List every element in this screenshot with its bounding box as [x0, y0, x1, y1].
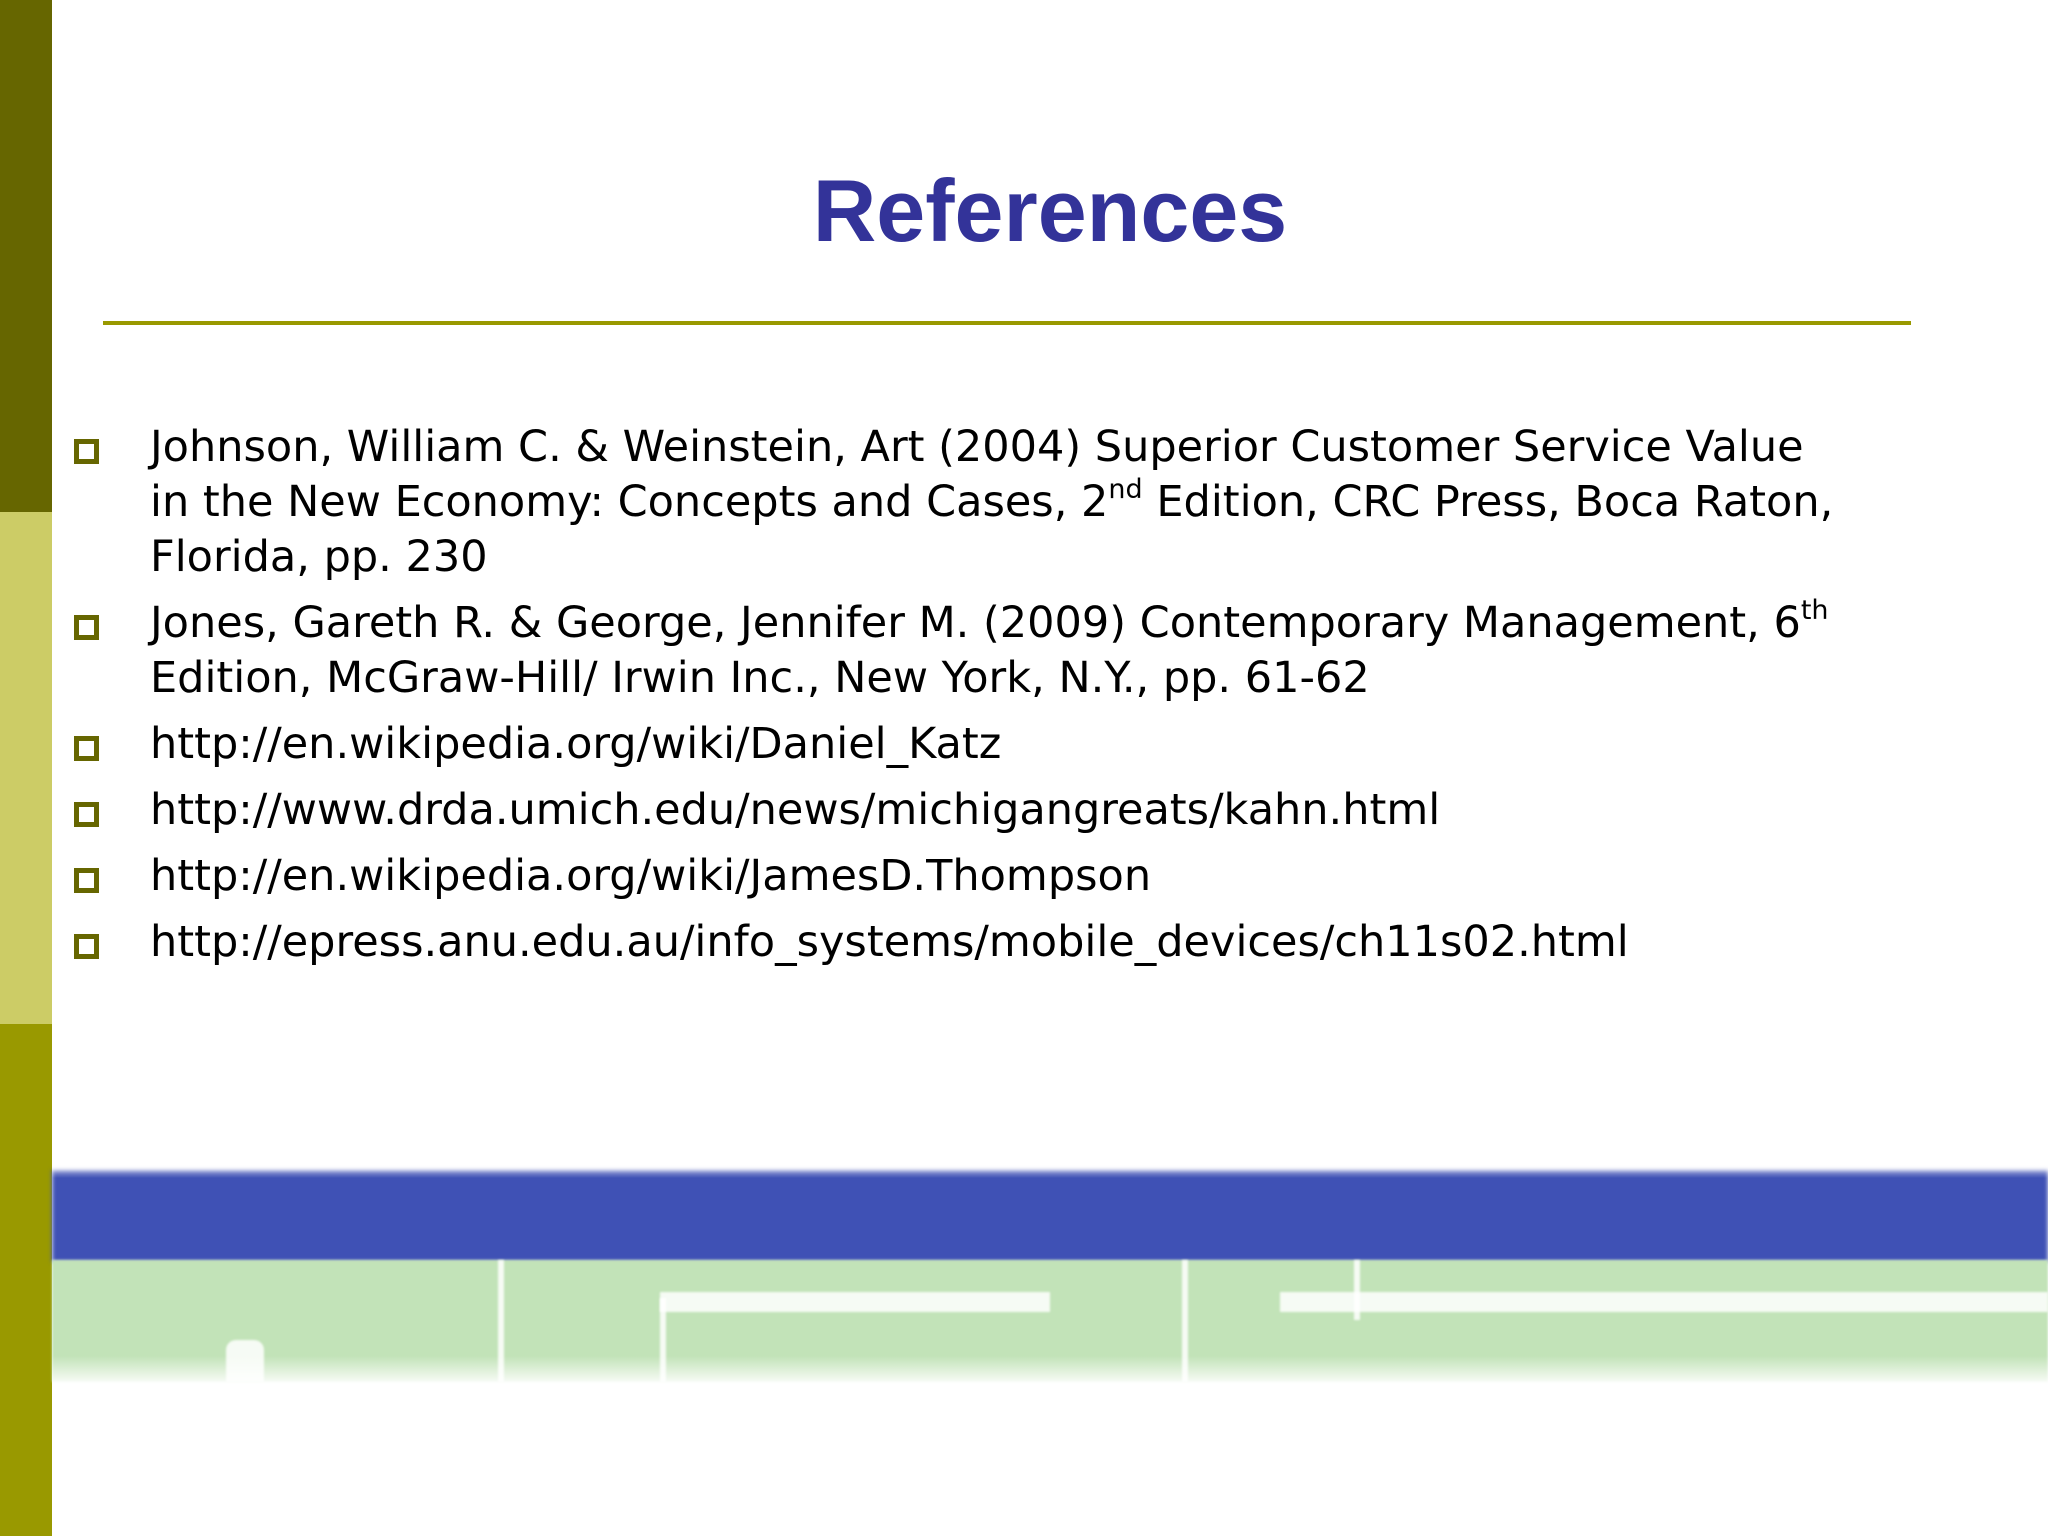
banner-top-fade	[52, 1160, 2048, 1178]
reference-url: http://en.wikipedia.org/wiki/Daniel_Katz	[150, 719, 1002, 769]
square-bullet-icon	[74, 439, 99, 464]
square-bullet-icon	[74, 934, 99, 959]
reference-item: Johnson, William C. & Weinstein, Art (20…	[72, 420, 1972, 585]
reference-line: Jones, Gareth R. & George, Jennifer M. (…	[150, 595, 1829, 648]
reference-line: Florida, pp. 230	[150, 532, 488, 582]
banner-line	[1182, 1260, 1188, 1382]
square-bullet-icon	[74, 736, 99, 761]
banner-line	[660, 1298, 666, 1382]
banner-blue-band	[52, 1170, 2048, 1262]
ordinal-suffix: th	[1800, 595, 1829, 626]
square-bullet-icon	[74, 802, 99, 827]
left-accent-bar	[0, 0, 52, 1536]
banner-line	[660, 1292, 1050, 1312]
reference-url: http://epress.anu.edu.au/info_systems/mo…	[150, 917, 1629, 967]
left-bar-bottom-segment	[0, 1024, 52, 1536]
ordinal-suffix: nd	[1108, 474, 1143, 505]
left-bar-top-segment	[0, 0, 52, 512]
banner-line	[1354, 1260, 1360, 1320]
reference-line: Edition, McGraw-Hill/ Irwin Inc., New Yo…	[150, 653, 1370, 703]
reference-item: http://en.wikipedia.org/wiki/JamesD.Thom…	[72, 849, 1972, 904]
references-list: Johnson, William C. & Weinstein, Art (20…	[72, 420, 1972, 981]
left-bar-middle-segment	[0, 512, 52, 1024]
decorative-banner	[52, 1160, 2048, 1390]
square-bullet-icon	[74, 868, 99, 893]
reference-item: http://www.drda.umich.edu/news/michigang…	[72, 783, 1972, 838]
title-underline-rule	[103, 321, 1911, 325]
slide-title: References	[812, 161, 1288, 260]
reference-url: http://en.wikipedia.org/wiki/JamesD.Thom…	[150, 851, 1152, 901]
reference-line: Johnson, William C. & Weinstein, Art (20…	[150, 422, 1804, 472]
square-bullet-icon	[74, 615, 99, 640]
reference-item: Jones, Gareth R. & George, Jennifer M. (…	[72, 596, 1972, 706]
reference-item: http://epress.anu.edu.au/info_systems/mo…	[72, 915, 1972, 970]
banner-bottom-fade	[52, 1356, 2048, 1386]
banner-line	[226, 1340, 264, 1382]
banner-line	[1280, 1292, 2048, 1312]
reference-url: http://www.drda.umich.edu/news/michigang…	[150, 785, 1441, 835]
reference-item: http://en.wikipedia.org/wiki/Daniel_Katz	[72, 717, 1972, 772]
reference-line: in the New Economy: Concepts and Cases, …	[150, 474, 1834, 527]
banner-line	[498, 1260, 504, 1382]
